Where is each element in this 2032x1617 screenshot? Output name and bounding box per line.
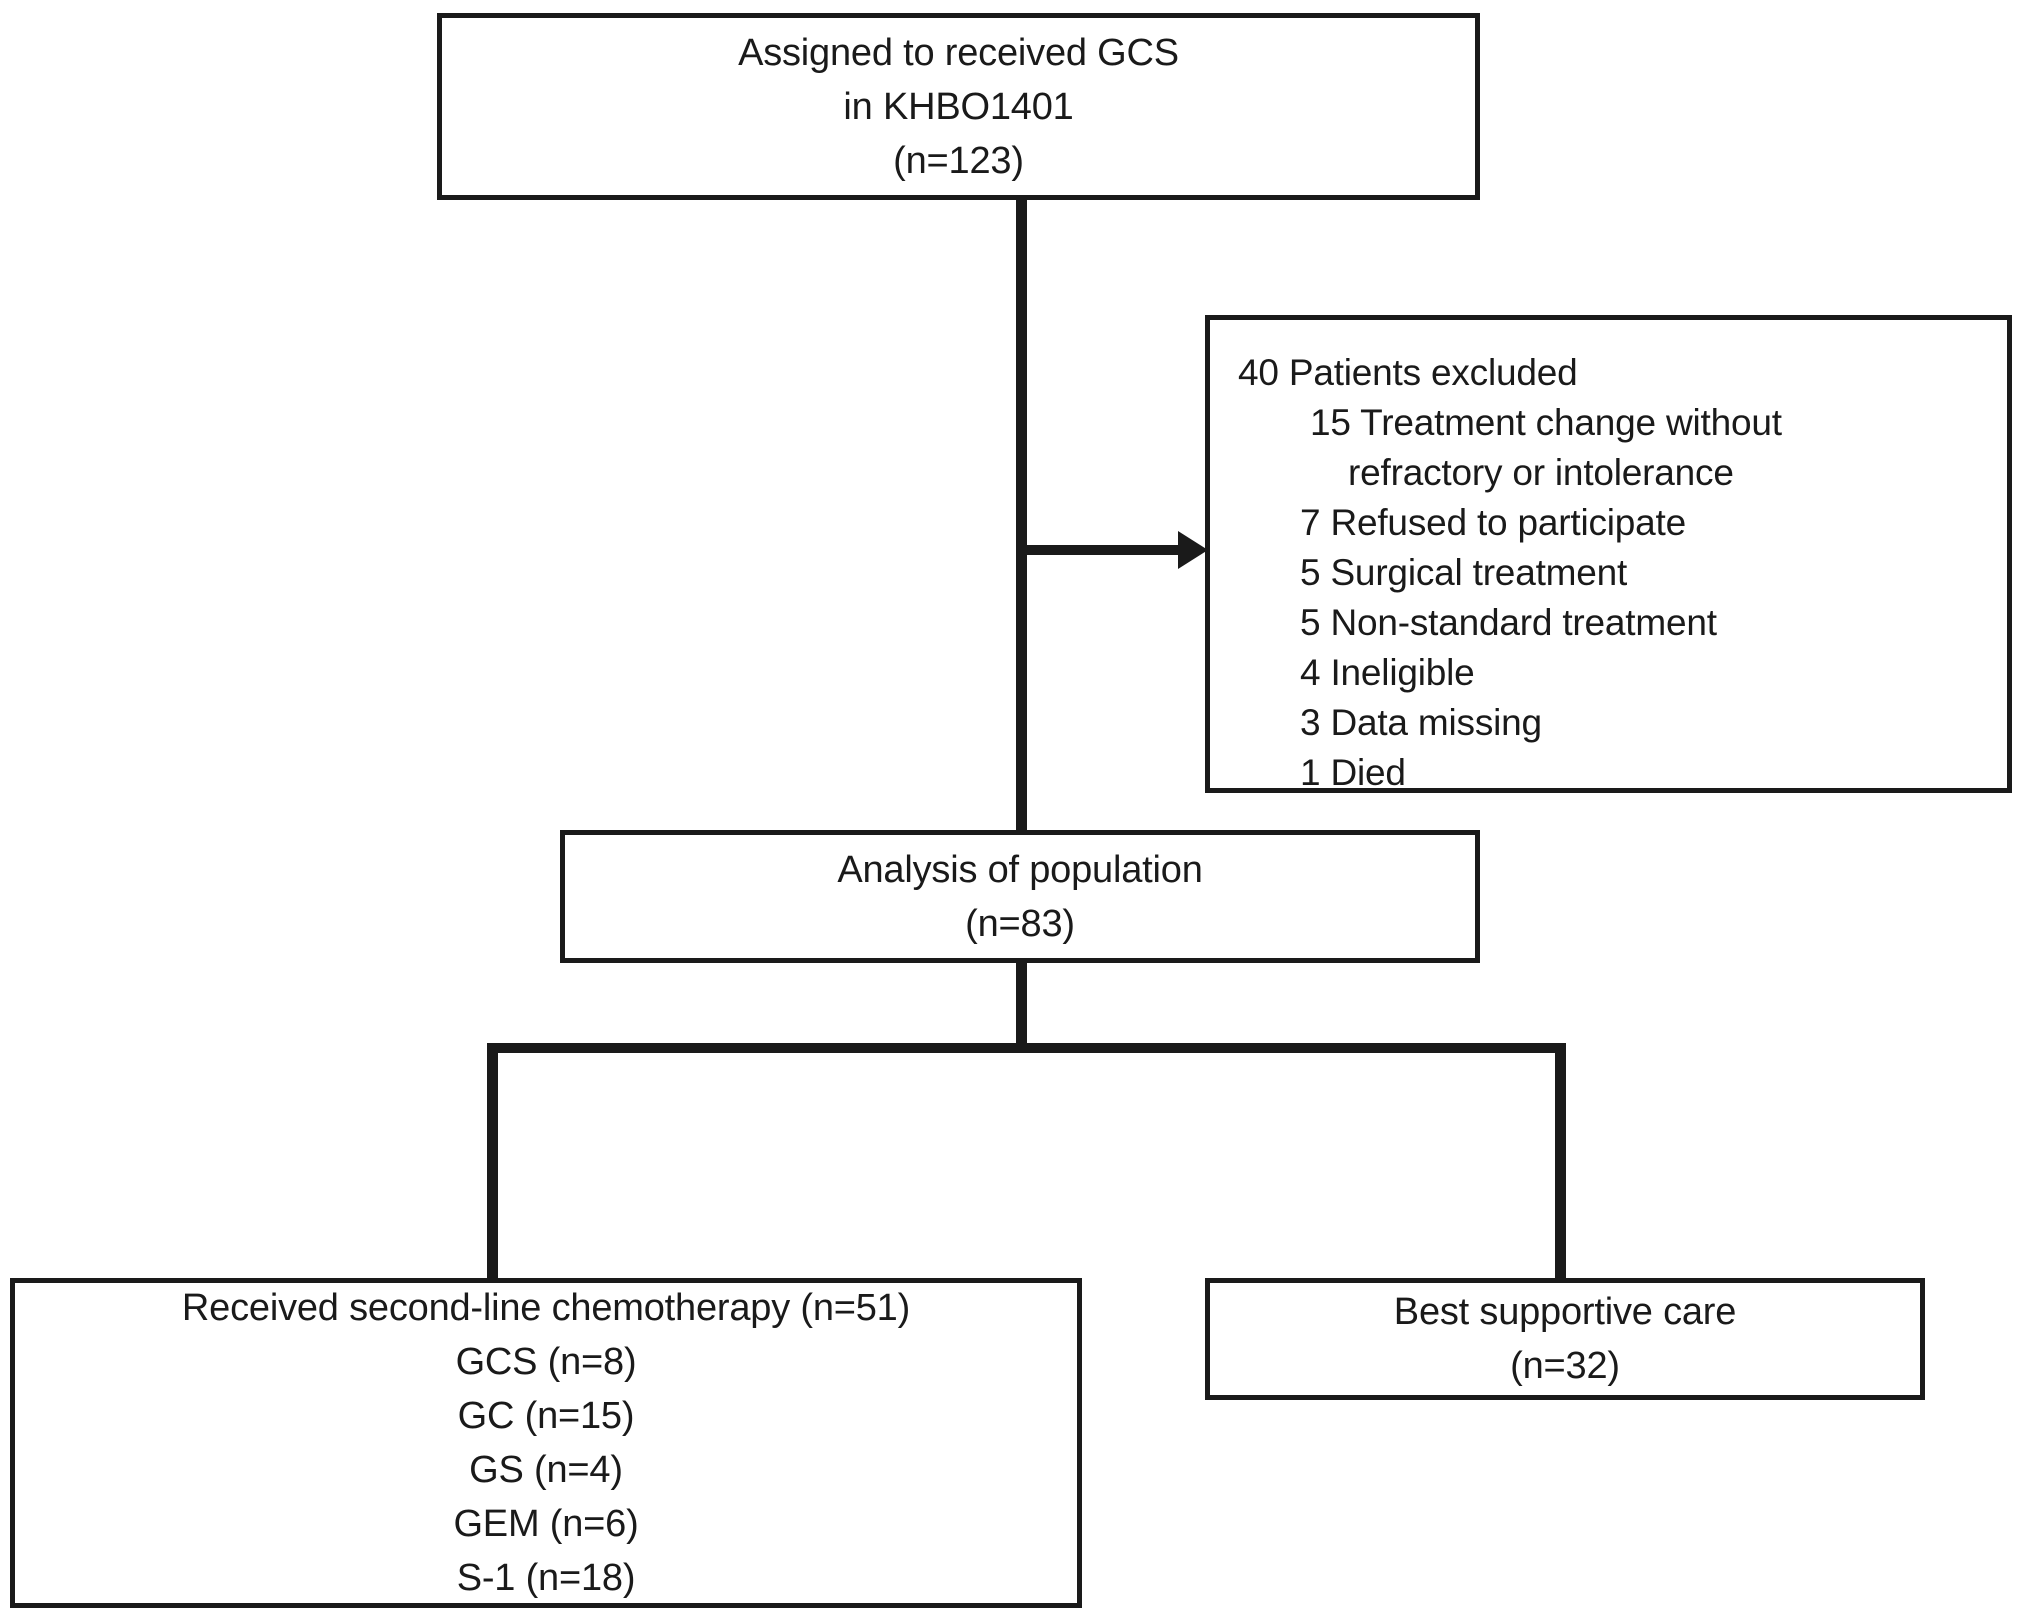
- excluded-reason-2: 7 Refused to participate: [1300, 502, 1686, 543]
- node-assigned-gcs: Assigned to received GCS in KHBO1401 (n=…: [437, 13, 1480, 200]
- assigned-line-2: in KHBO1401: [843, 85, 1074, 128]
- excluded-reason-6: 3 Data missing: [1300, 702, 1542, 743]
- excluded-reason-7: 1 Died: [1300, 752, 1406, 793]
- node-analysis-population: Analysis of population (n=83): [560, 830, 1480, 963]
- connector-exclusion-horizontal: [1022, 545, 1182, 555]
- second-line-regimen-gem: GEM (n=6): [453, 1503, 639, 1545]
- connector-drop-right: [1555, 1043, 1566, 1282]
- connector-trunk-vertical: [1016, 200, 1027, 832]
- second-line-line-1: Received second-line chemotherapy (n=51): [181, 1287, 911, 1329]
- second-line-regimen-gs: GS (n=4): [469, 1449, 623, 1491]
- second-line-regimen-gcs: GCS (n=8): [455, 1341, 637, 1383]
- exclusion-arrowhead-icon: [1178, 531, 1208, 569]
- node-best-supportive-care: Best supportive care (n=32): [1205, 1278, 1925, 1400]
- second-line-regimen-gc: GC (n=15): [457, 1395, 635, 1437]
- connector-drop-left: [487, 1043, 498, 1282]
- second-line-regimen-s1: S-1 (n=18): [456, 1557, 636, 1599]
- excluded-reason-4: 5 Non-standard treatment: [1300, 602, 1717, 643]
- bsc-line-1: Best supportive care: [1393, 1291, 1737, 1333]
- assigned-line-1: Assigned to received GCS: [738, 31, 1179, 74]
- connector-split-horizontal: [487, 1043, 1566, 1053]
- excluded-header: 40 Patients excluded: [1238, 352, 1578, 393]
- assigned-line-3: (n=123): [893, 139, 1024, 182]
- bsc-line-2: (n=32): [1510, 1345, 1620, 1387]
- node-patients-excluded: 40 Patients excluded 15 Treatment change…: [1205, 315, 2012, 793]
- excluded-reason-5: 4 Ineligible: [1300, 652, 1475, 693]
- excluded-reason-1: refractory or intolerance: [1348, 452, 1734, 493]
- analysis-line-1: Analysis of population: [837, 848, 1203, 891]
- excluded-reason-3: 5 Surgical treatment: [1300, 552, 1628, 593]
- analysis-line-2: (n=83): [965, 902, 1075, 945]
- excluded-reason-0: 15 Treatment change without: [1310, 402, 1782, 443]
- node-second-line-chemotherapy: Received second-line chemotherapy (n=51)…: [10, 1278, 1082, 1608]
- connector-split-stem: [1016, 963, 1027, 1053]
